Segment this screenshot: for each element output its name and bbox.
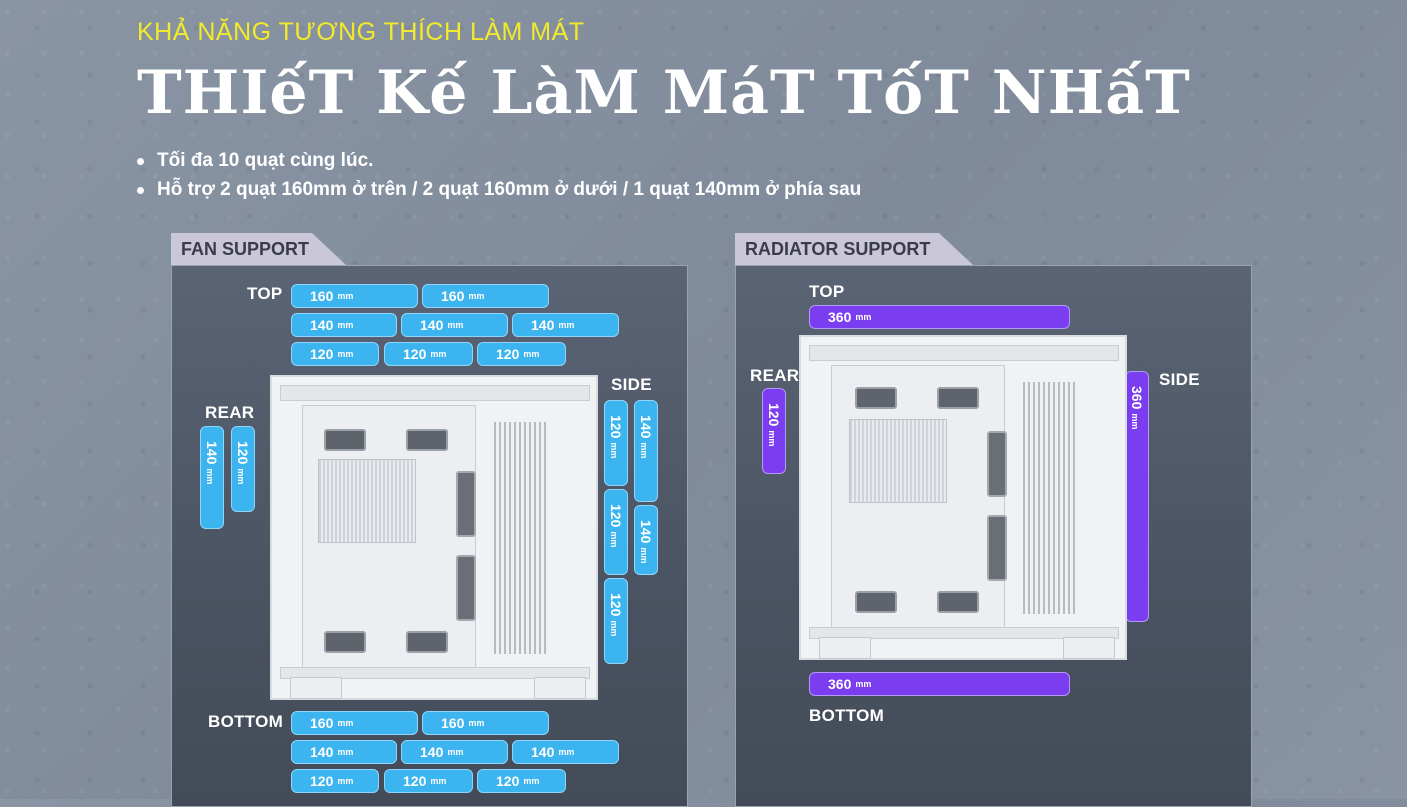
section-subtitle: KHẢ NĂNG TƯƠNG THÍCH LÀM MÁT — [137, 18, 585, 46]
fan-bottom-label: BOTTOM — [208, 712, 284, 731]
radiator-side-360-pill: 360mm — [1125, 371, 1149, 622]
fan-rear-120-pill: 120mm — [231, 426, 255, 512]
feature-item: Tối đa 10 quạt cùng lúc. — [137, 146, 861, 175]
fan-rear-140-pill: 140mm — [200, 426, 224, 529]
radiator-bottom-label: BOTTOM — [809, 706, 885, 725]
page-title: THIếT Kế LàM MáT TốT NHấT — [137, 58, 1191, 128]
fan-side-120-pill: 120mm — [604, 489, 628, 575]
radiator-top-label: TOP — [809, 282, 845, 301]
pc-case-image — [799, 335, 1127, 660]
fan-rear-label: REAR — [205, 403, 255, 422]
radiator-support-tab: RADIATOR SUPPORT — [735, 233, 973, 265]
feature-item: Hỗ trợ 2 quạt 160mm ở trên / 2 quạt 160m… — [137, 175, 861, 204]
fan-side-140-pill: 140mm — [634, 400, 658, 502]
radiator-rear-label: REAR — [750, 366, 800, 385]
pc-case-image — [270, 375, 598, 700]
fan-side-120-pill: 120mm — [604, 578, 628, 664]
fan-support-tab: FAN SUPPORT — [171, 233, 346, 265]
fan-side-label: SIDE — [611, 375, 652, 394]
fan-side-140-pill: 140mm — [634, 505, 658, 575]
fan-side-120-pill: 120mm — [604, 400, 628, 486]
radiator-rear-120-pill: 120mm — [762, 388, 786, 474]
fan-top-label: TOP — [247, 284, 283, 303]
feature-list: Tối đa 10 quạt cùng lúc. Hỗ trợ 2 quạt 1… — [137, 146, 861, 204]
radiator-side-label: SIDE — [1159, 370, 1200, 389]
